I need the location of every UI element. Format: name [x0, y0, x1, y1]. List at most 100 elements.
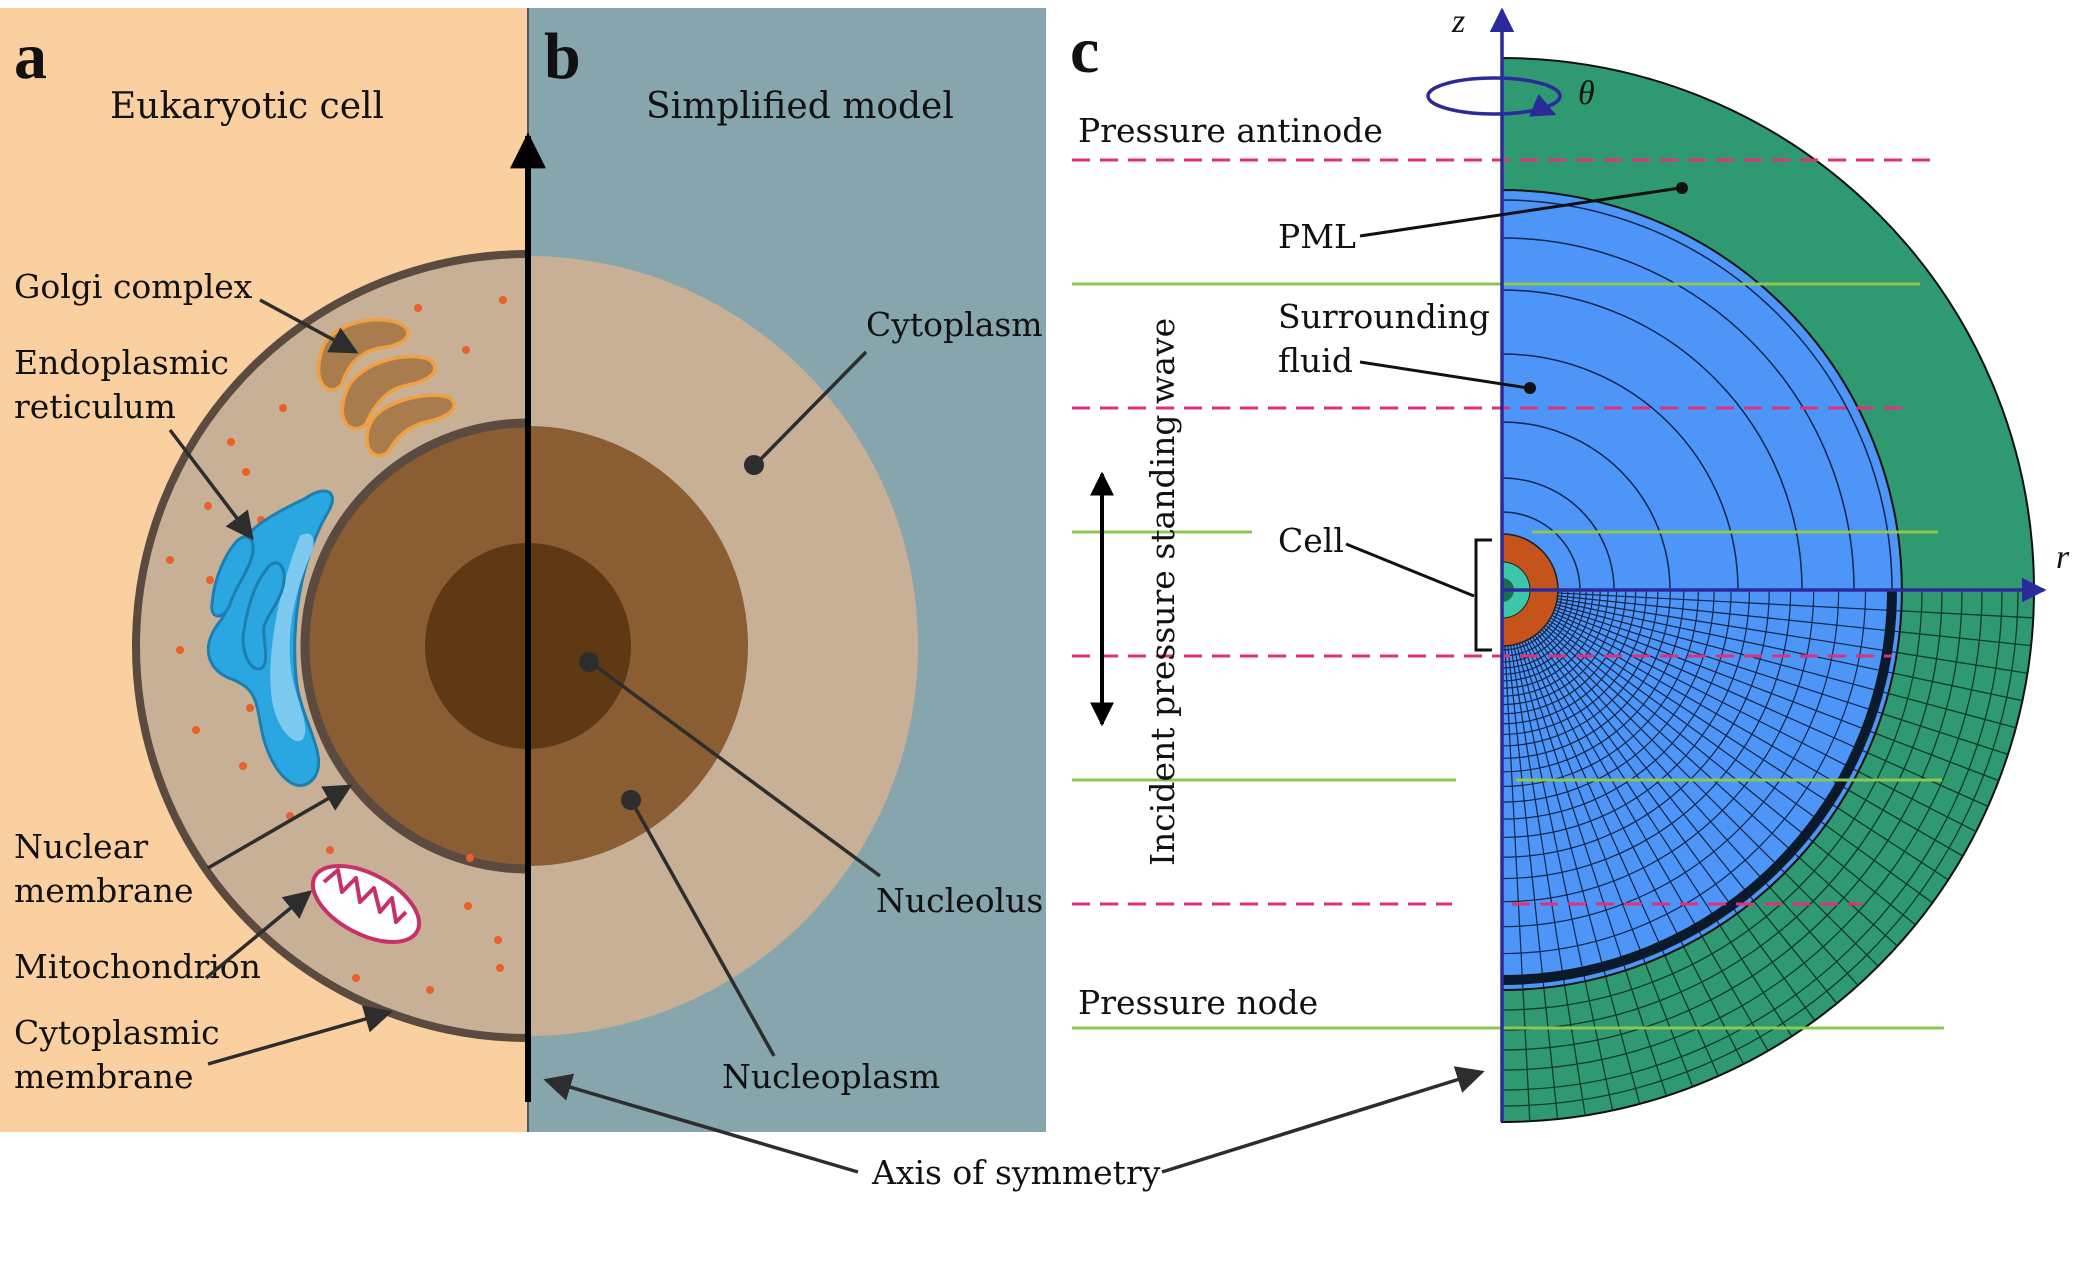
mesh-line: [1518, 643, 1627, 971]
panel-b-letter: b: [544, 20, 581, 93]
label-pml: PML: [1278, 217, 1356, 256]
panel-a: a Eukaryotic cell Golgi complex Endoplas…: [0, 8, 528, 1132]
mesh-line: [1526, 639, 1685, 947]
pml-interface-band: [1501, 589, 1897, 985]
label-nuclear-line1: Nuclear: [14, 827, 148, 866]
mesh-line: [1901, 610, 2034, 619]
label-pressure-antinode: Pressure antinode: [1078, 111, 1383, 150]
theta-rotation-arrow: [1528, 94, 1557, 117]
mesh-line: [1899, 631, 2032, 647]
mesh-line: [1522, 989, 1531, 1122]
panel-b-leader-dots: [579, 455, 764, 810]
mesh-line: [1644, 963, 1694, 1087]
mesh-line: [1541, 629, 1786, 874]
label-nucleolus: Nucleolus: [876, 881, 1043, 920]
panel-c-leader-lines: [1345, 186, 1681, 652]
mesh-line: [1557, 592, 1902, 612]
mesh-line: [1510, 645, 1566, 986]
mesh-line: [1784, 872, 1879, 967]
mesh-line: [1543, 627, 1800, 859]
mesh-line: [1825, 824, 1933, 904]
mesh-line: [1875, 732, 1999, 782]
pressure-node-lines: [1072, 282, 1944, 1030]
mesh-line: [1521, 642, 1646, 964]
panel-b-leader-lines: [588, 350, 882, 1057]
nucleolus-left: [425, 543, 528, 749]
mesh-line: [1529, 638, 1703, 937]
theta-label: θ: [1578, 75, 1595, 112]
mesh-line: [1554, 609, 1876, 734]
mesh-line: [1557, 598, 1898, 654]
mesh-line: [1664, 955, 1719, 1077]
label-surrounding-line1: Surrounding: [1278, 297, 1490, 336]
mesh-line: [1753, 900, 1838, 1004]
r-axis-label: r: [2056, 539, 2070, 576]
label-mitochondrion: Mitochondrion: [14, 947, 261, 986]
mesh-line: [1882, 712, 2009, 756]
panel-b: b Simplified model Cytoplasm Nucleolus N…: [527, 8, 1046, 1132]
mesh-line: [1893, 672, 2023, 702]
endoplasmic-reticulum: [206, 489, 334, 787]
mesh-line: [1837, 807, 1949, 881]
panel-b-title: Simplified model: [646, 86, 954, 127]
label-cyto-mem-line1: Cytoplasmic: [14, 1013, 220, 1052]
nucleoplasm-model: [528, 426, 748, 866]
mesh-line: [1556, 601, 1894, 674]
panel-c-letter: c: [1070, 14, 1099, 87]
label-incident-wave: Incident pressure standing wave: [1143, 318, 1182, 866]
label-surrounding-line2: fluid: [1278, 341, 1353, 380]
label-cyto-mem-line2: membrane: [14, 1057, 193, 1096]
mesh-line: [1504, 645, 1524, 990]
mesh-line: [1624, 970, 1668, 1097]
theta-rotation-ring: [1426, 76, 1562, 116]
label-cytoplasm: Cytoplasm: [866, 305, 1043, 344]
mesh-line: [1858, 771, 1977, 833]
nucleus-left: [300, 418, 528, 874]
panel-a-title: Eukaryotic cell: [110, 86, 384, 127]
mesh-line: [1557, 595, 1900, 633]
mesh-line: [1896, 651, 2028, 674]
mesh-line: [1534, 634, 1738, 914]
mesh-line: [1719, 925, 1793, 1037]
panel-c: c: [1070, 3, 2070, 1124]
pressure-antinode-lines: [1072, 158, 1940, 906]
mesh-line: [1545, 624, 1814, 843]
mesh-line: [1548, 619, 1838, 809]
mesh-line: [1536, 633, 1755, 902]
mesh-line: [1683, 946, 1745, 1065]
label-er-line2: reticulum: [14, 387, 176, 426]
z-axis-label: z: [1451, 3, 1465, 40]
label-er-line1: Endoplasmic: [14, 343, 229, 382]
golgi-complex: [316, 318, 456, 458]
mesh-line: [1769, 886, 1859, 986]
mesh-line: [1584, 981, 1614, 1111]
nucleolus-model: [528, 543, 631, 749]
mesh-line: [1736, 913, 1816, 1021]
panel-c-leader-dots: [1524, 182, 1688, 394]
mesh-line: [1888, 692, 2017, 729]
mesh-line: [1550, 617, 1849, 791]
mesh-line: [1555, 606, 1883, 715]
mesh-line: [1798, 857, 1898, 947]
mesh-line: [1555, 603, 1889, 695]
mesh-line: [1848, 789, 1964, 857]
mesh-line: [1515, 643, 1607, 977]
label-pressure-node: Pressure node: [1078, 983, 1318, 1022]
label-nucleoplasm: Nucleoplasm: [722, 1057, 940, 1096]
label-golgi-complex: Golgi complex: [14, 267, 253, 306]
label-nuclear-line2: membrane: [14, 871, 193, 910]
mesh-line: [1812, 841, 1916, 926]
panel-a-pointer-arrows: [168, 298, 393, 1066]
mesh-line: [1513, 644, 1586, 982]
mesh-line: [1701, 936, 1769, 1052]
mesh-line: [1563, 984, 1586, 1116]
axis-of-symmetry-arrows: [543, 1066, 1485, 1174]
label-axis-of-symmetry: Axis of symmetry: [871, 1153, 1161, 1192]
mesh-line: [1507, 645, 1545, 988]
mesh-line: [1539, 631, 1771, 888]
mesh-line: [1604, 976, 1641, 1105]
mesh-line: [1552, 612, 1868, 754]
mitochondrion: [310, 864, 422, 944]
